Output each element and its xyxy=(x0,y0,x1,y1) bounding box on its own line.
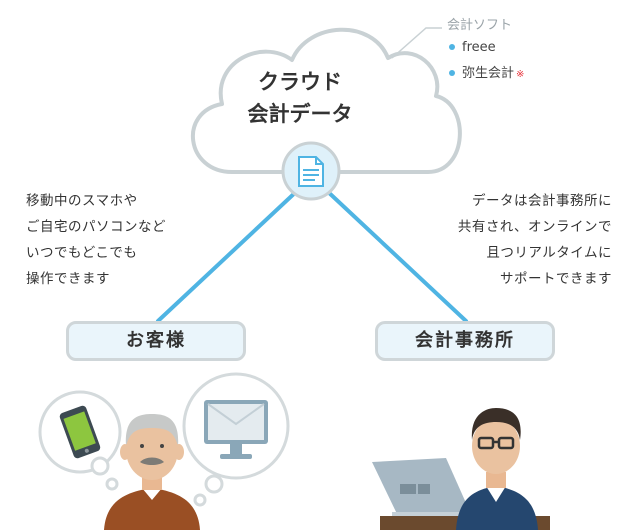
customer-label-box: お客様 xyxy=(66,321,246,361)
software-item-freee: freee xyxy=(449,40,496,55)
bullet-icon xyxy=(449,69,455,76)
software-leader-line xyxy=(391,27,442,59)
cloud-title-line1: クラウド xyxy=(258,70,342,94)
customer-description-line: 移動中のスマホや xyxy=(26,193,138,209)
customer-description-line: ご自宅のパソコンなど xyxy=(26,219,166,235)
customer-description-line: いつでもどこでも xyxy=(26,245,138,261)
connector-customer xyxy=(156,188,300,323)
customer-description-line: 操作できます xyxy=(26,271,110,287)
document-icon xyxy=(281,141,341,201)
bullet-icon xyxy=(449,43,455,50)
smartphone-bubble-icon xyxy=(38,390,122,491)
firm-description-line: データは会計事務所に xyxy=(472,193,612,209)
monitor-bubble-icon xyxy=(182,372,290,507)
firm-description-line: 共有され、オンラインで xyxy=(457,219,612,235)
software-item-label: 弥生会計 xyxy=(462,66,515,81)
firm-description-line: サポートできます xyxy=(500,271,612,287)
footnote-mark: ※ xyxy=(516,69,525,80)
customer-person-icon xyxy=(104,414,200,530)
laptop-icon xyxy=(372,458,492,518)
software-heading: 会計ソフト xyxy=(447,18,513,33)
cloud-shape xyxy=(190,27,462,174)
customer-description: 移動中のスマホや ご自宅のパソコンなど いつでもどこでも 操作できます xyxy=(26,188,166,292)
software-item-yayoi: 弥生会計※ xyxy=(449,62,524,81)
firm-description: データは会計事務所に 共有され、オンラインで 且つリアルタイムに サポートできま… xyxy=(458,188,612,292)
firm-description-line: 且つリアルタイムに xyxy=(486,245,612,261)
cloud-title: クラウド 会計データ xyxy=(205,66,395,130)
cloud-title-line2: 会計データ xyxy=(247,102,353,126)
connector-firm xyxy=(324,188,468,323)
accountant-person-icon xyxy=(380,408,550,530)
software-item-label: freee xyxy=(462,40,496,55)
firm-label-box: 会計事務所 xyxy=(375,321,555,361)
